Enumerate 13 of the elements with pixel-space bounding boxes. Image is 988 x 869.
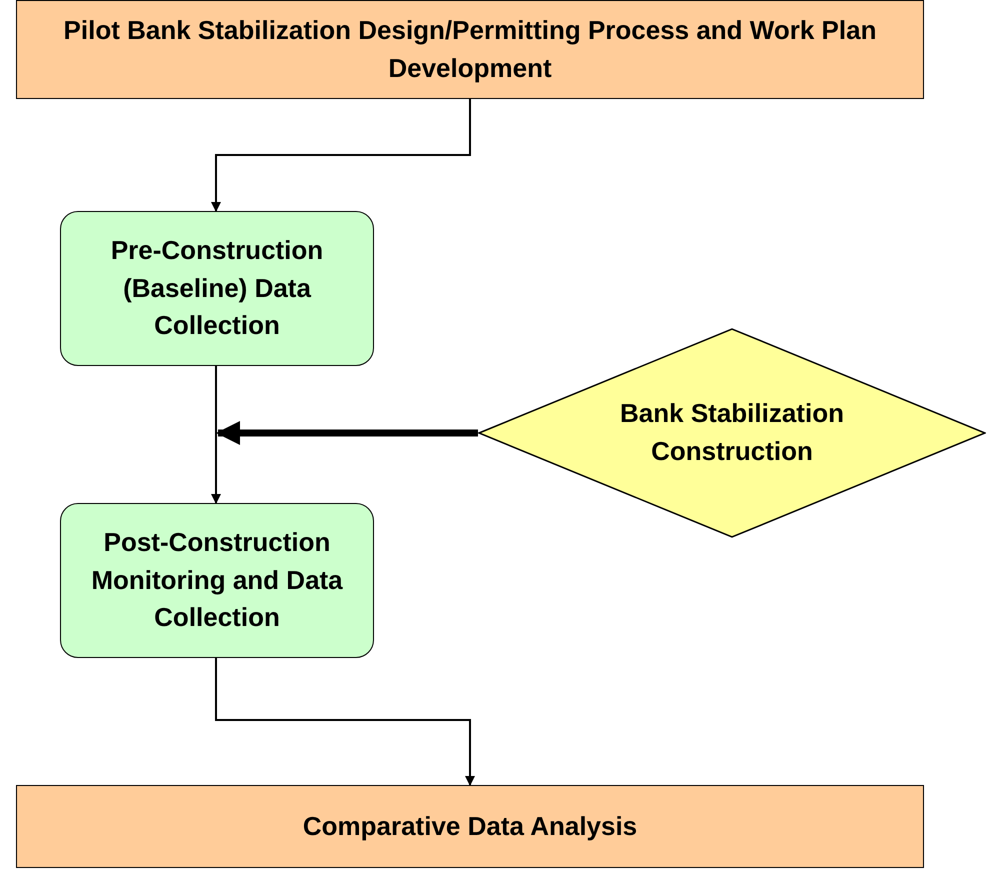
arrow bbox=[211, 99, 471, 212]
node-label: Pilot Bank Stabilization Design/Permitting Process and Work Plan Development bbox=[62, 14, 878, 84]
arrow bbox=[211, 366, 221, 504]
process-band bbox=[16, 785, 924, 868]
process-box bbox=[60, 503, 374, 658]
arrow bbox=[215, 658, 475, 786]
node-label: Comparative Data Analysis bbox=[302, 810, 638, 843]
node-label: Pre-Construction (Baseline) Data Collection bbox=[110, 234, 324, 342]
process-box bbox=[60, 211, 374, 366]
process-band bbox=[16, 0, 924, 99]
node-label: Post-Construction Monitoring and Data Collection bbox=[90, 526, 344, 634]
arrow bbox=[216, 421, 478, 445]
node-label: Bank Stabilization Construction bbox=[619, 397, 845, 468]
